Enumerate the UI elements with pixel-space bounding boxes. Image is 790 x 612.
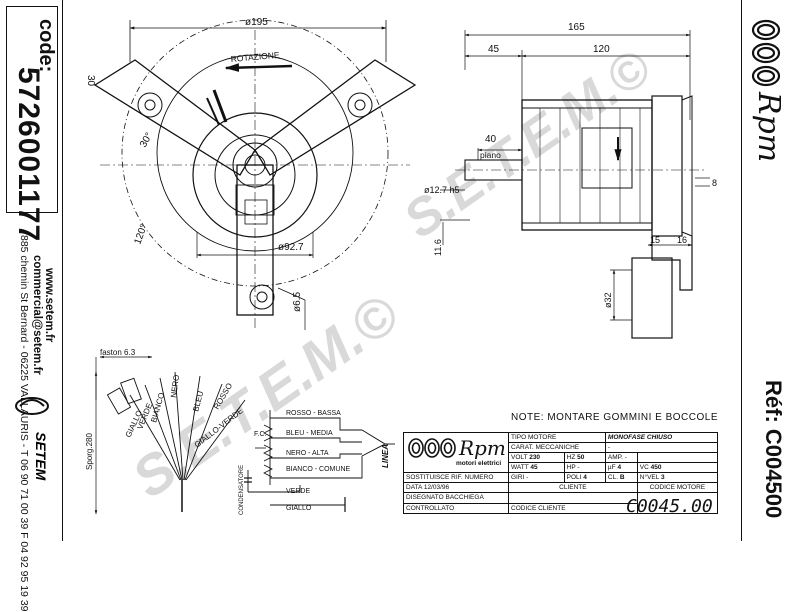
svg-text:BIANCO - COMUNE: BIANCO - COMUNE: [286, 466, 351, 473]
cable-bundle: [94, 355, 246, 515]
code-box: code: 5726001177: [6, 6, 58, 242]
svg-text:120: 120: [593, 44, 610, 55]
specification-table: TIPO MOTORE MONOFASE CHIUSO CARAT. MECCA…: [403, 432, 719, 514]
svg-text:NERO: NERO: [169, 374, 181, 398]
reference-code: Réf: C004500: [761, 380, 786, 519]
svg-text:ROTAZIONE: ROTAZIONE: [230, 50, 280, 64]
giri-value: -: [526, 474, 529, 481]
amp-value: -: [624, 454, 627, 461]
tb-logo-cell: [403, 432, 509, 473]
vc-value: 450: [650, 464, 662, 471]
svg-text:BLEU - MEDIA: BLEU - MEDIA: [286, 430, 333, 437]
svg-text:ø12.7 h5: ø12.7 h5: [424, 185, 460, 195]
sostituisce-label: SOSTITUISCE RIF. NUMERO: [403, 472, 509, 483]
setem-logo: SETEM: [15, 397, 49, 481]
svg-text:ROSSO - BASSA: ROSSO - BASSA: [286, 410, 341, 417]
code-label: code:: [35, 19, 57, 73]
svg-text:faston 6.3: faston 6.3: [100, 348, 136, 357]
svg-text:VERDE: VERDE: [286, 488, 310, 495]
assembly-note: NOTE: MONTARE GOMMINI E BOCCOLE: [511, 412, 718, 423]
svg-text:Sporg.280: Sporg.280: [85, 433, 94, 470]
svg-text:15: 15: [650, 235, 660, 245]
svg-text:ø92.7: ø92.7: [278, 242, 304, 253]
svg-text:30: 30: [85, 75, 96, 87]
side-view: [440, 30, 710, 339]
tipo-value: MONOFASE CHIUSO: [604, 432, 719, 443]
tb-brand: Rpm: [459, 436, 506, 460]
svg-text:165: 165: [568, 22, 585, 33]
svg-text:S.E.T.E.M.©: S.E.T.E.M.©: [394, 38, 662, 250]
svg-text:40: 40: [485, 134, 497, 145]
tb-brand-subtitle: motori elettrici: [456, 460, 502, 467]
title-block: TIPO MOTORE MONOFASE CHIUSO CARAT. MECCA…: [403, 432, 719, 517]
controllato-label: CONTROLLATO: [403, 502, 509, 514]
watt-value: 45: [530, 464, 538, 471]
drawing-canvas: S.E.T.E.M.© S.E.T.E.M.©: [85, 17, 717, 515]
svg-text:F.C.: F.C.: [254, 431, 267, 438]
svg-text:NERO - ALTA: NERO - ALTA: [286, 450, 329, 457]
hp-value: -: [577, 464, 580, 471]
svg-text:30°: 30°: [138, 131, 155, 150]
rpm-coils-logo: [751, 19, 781, 87]
right-info-strip: Rpm Réf: C004500: [741, 0, 790, 541]
svg-text:LINEA: LINEA: [381, 444, 390, 468]
volt-value: 230: [529, 454, 541, 461]
setem-logo-text: SETEM: [33, 432, 49, 481]
email-link[interactable]: commercial@setem.fr: [31, 255, 43, 375]
schematic-labels: ROSSO - BASSA BLEU - MEDIA NERO - ALTA B…: [239, 410, 390, 515]
left-info-strip: code: 5726001177 www.setem.fr commercial…: [0, 0, 63, 612]
tb-coils-logo: [408, 438, 456, 458]
disegnato-label: DISEGNATO BACCHIEGA: [403, 492, 509, 504]
svg-text:16: 16: [677, 235, 687, 245]
website-link[interactable]: www.setem.fr: [43, 268, 55, 343]
hz-value: 50: [577, 454, 585, 461]
codice-motore-label: CODICE MOTORE: [636, 482, 719, 493]
uf-value: 4: [617, 464, 622, 471]
svg-text:11.6: 11.6: [433, 239, 443, 256]
svg-text:ø6.5: ø6.5: [292, 292, 303, 312]
svg-text:GIALLO: GIALLO: [286, 505, 312, 512]
poli-value: 4: [583, 474, 587, 481]
wiring-schematic: [244, 410, 395, 512]
carat-label: CARAT. MECCANICHE: [508, 442, 606, 453]
svg-text:ø32: ø32: [603, 292, 613, 308]
motor-code: C0045.00: [626, 496, 713, 517]
svg-text:piano: piano: [480, 150, 501, 160]
code-value: 5726001177: [12, 67, 45, 243]
svg-text:45: 45: [488, 44, 500, 55]
side-view-labels: 165 45 120 40 piano ø12.7 h5 8 11.6 15 1…: [424, 22, 717, 308]
front-view: [93, 19, 417, 330]
codice-cliente-label: CODICE CLIENTE: [508, 502, 638, 514]
vel-value: 3: [660, 474, 665, 481]
front-view-labels: ø195 ROTAZIONE 30 30° 120° ø92.7 ø6.5: [85, 17, 304, 312]
cliente-label: CLIENTE: [508, 482, 638, 493]
svg-text:8: 8: [712, 178, 717, 188]
svg-text:ø195: ø195: [245, 17, 268, 28]
svg-text:CONDENSATORE: CONDENSATORE: [239, 465, 245, 515]
cl-value: B: [619, 474, 625, 481]
svg-text:120°: 120°: [132, 223, 149, 246]
date-value: 12/03/96: [423, 484, 450, 491]
carat-value: -: [604, 442, 719, 453]
tipo-label: TIPO MOTORE: [508, 432, 606, 443]
